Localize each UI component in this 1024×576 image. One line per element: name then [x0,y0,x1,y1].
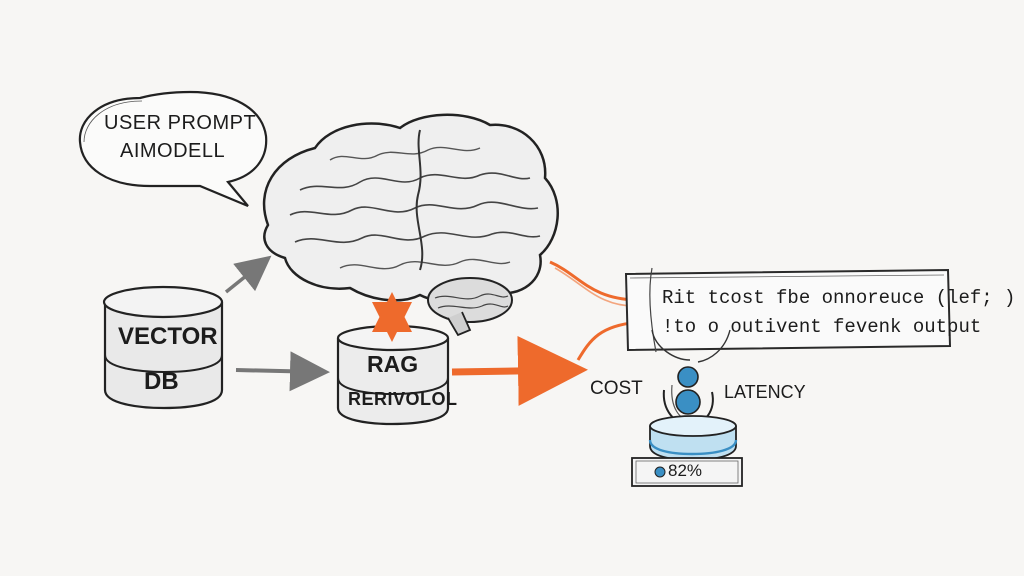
metric-figure-icon [651,329,731,427]
metric-badge [631,457,743,487]
speech-bubble-line2: AIMODELL [120,140,226,162]
rag-label-line1: RAG [367,351,419,377]
vector-db-label-line1: VECTOR [118,323,218,350]
rag-label-line2: RERIVOLOL [348,389,458,409]
arrow-vector-to-rag [235,351,330,392]
metric-stand [648,415,738,461]
rag-retrieval-cylinder [336,324,450,426]
vector-db-label-line2: DB [144,368,179,395]
cost-label: COST [590,378,643,399]
arrow-vector-to-brain [224,255,272,294]
output-text-line2: !to o outivent fevenk output [662,316,982,338]
output-text-line1: Rit tcost fbe onnoreuce (lef; ) [662,287,1016,309]
vector-db-cylinder [102,285,224,410]
latency-label: LATENCY [724,382,806,402]
speech-bubble-line1: USER PROMPT [104,112,257,134]
arrow-rag-to-output [451,335,588,406]
output-box [624,267,952,353]
brain-icon [262,113,559,337]
metric-badge-value: 82% [668,461,703,480]
speech-bubble [78,90,268,208]
